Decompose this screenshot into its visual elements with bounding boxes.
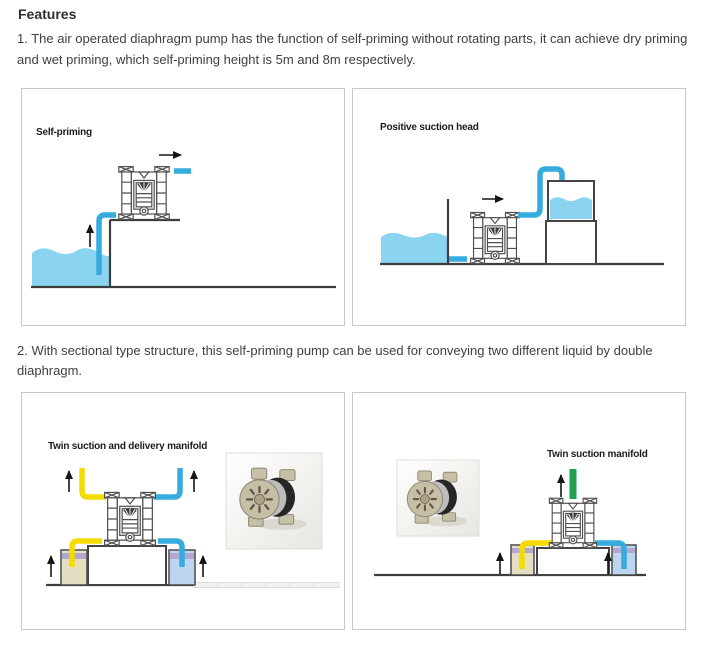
suction-pipe-yellow [69, 538, 102, 568]
twin-suction-manifold-diagram: Twin suction manifold [374, 449, 648, 577]
diaphragm-pump-drawing [118, 165, 170, 220]
pump-pedestal [536, 547, 610, 577]
panel-positive-suction-head: Positive suction head [352, 87, 686, 326]
watermark-ticks [217, 582, 315, 588]
panel-self-priming: Self-priming [21, 87, 345, 326]
suction-pipe [96, 211, 116, 275]
diaphragm-pump-drawing [470, 211, 520, 264]
features-section: Features 1. The air operated diaphragm p… [0, 6, 706, 631]
twin-suction-delivery-diagram: Twin suction and delivery manifold [46, 441, 340, 589]
diagram-label: Positive suction head [380, 122, 479, 133]
feature-paragraph-1: 1. The air operated diaphragm pump has t… [17, 31, 688, 67]
platform-edge [108, 218, 180, 286]
diagram-label: Twin suction manifold [547, 449, 648, 460]
delivery-pipe-yellow [79, 468, 106, 500]
panel-twin-suction-manifold: Twin suction manifold [352, 392, 686, 631]
water-pool [32, 247, 110, 286]
tank-pedestal [545, 219, 597, 265]
water-pool [381, 232, 447, 263]
self-priming-diagram: Self-priming [31, 127, 336, 288]
discharge-pipe [518, 165, 565, 218]
diagram-row-bottom: Twin suction and delivery manifold [21, 392, 706, 631]
pump-pedestal [87, 545, 167, 587]
suction-pipe-blue [595, 540, 627, 570]
delivery-pipe-blue [154, 468, 183, 500]
panel-twin-suction-delivery: Twin suction and delivery manifold [21, 392, 345, 631]
diagram-row-top: Self-priming Positive suction head [21, 87, 706, 326]
diaphragm-pump-drawing [548, 497, 598, 549]
suction-pipe-blue [158, 538, 185, 568]
diaphragm-pump-drawing [103, 491, 157, 547]
suction-pipe-yellow [519, 540, 552, 570]
diagram-label: Self-priming [36, 127, 92, 138]
diagram-label: Twin suction and delivery manifold [48, 441, 207, 452]
page-title: Features [18, 6, 77, 22]
feature-paragraph-2: 2. With sectional type structure, this s… [17, 342, 653, 379]
tank-water [550, 196, 592, 219]
positive-suction-head-diagram: Positive suction head [380, 122, 664, 265]
